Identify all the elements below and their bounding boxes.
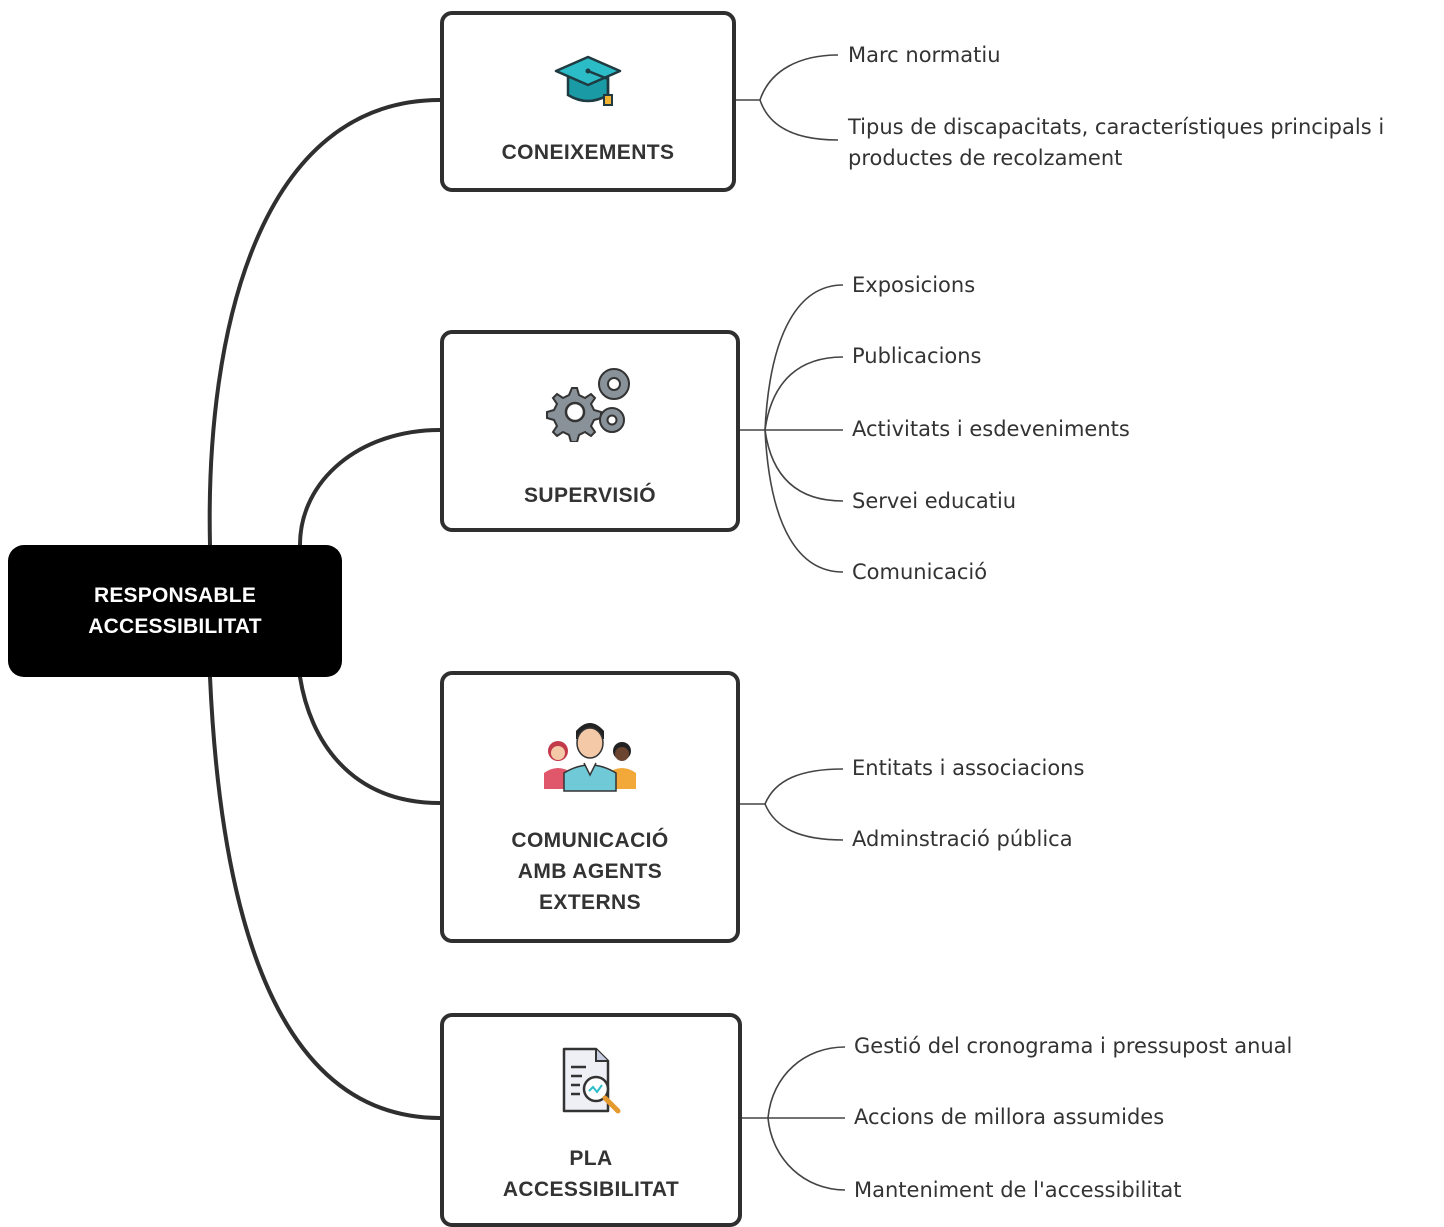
leaf-administracio: Adminstració pública [852, 827, 1073, 851]
node-pla-accessibilitat: PLA ACCESSIBILITAT [440, 1013, 742, 1227]
connector-root-coneixements [207, 98, 442, 547]
node-title-line-2: ACCESSIBILITAT [502, 1178, 680, 1201]
leaf-servei-educatiu: Servei educatiu [852, 489, 1017, 513]
leaf-entitats: Entitats i associacions [852, 756, 1085, 780]
graduation-cap-icon [554, 55, 622, 106]
node-title-line-1: PLA [569, 1147, 613, 1170]
node-title-line-1: COMUNICACIÓ [511, 829, 669, 852]
leaf-publicacions: Publicacions [852, 344, 982, 368]
document-analysis-icon [562, 1047, 621, 1114]
leaf-activitats: Activitats i esdeveniments [852, 417, 1130, 441]
connector-root-comunicacio [298, 675, 442, 805]
node-title: CONEIXEMENTS [501, 141, 675, 164]
connector-root-pla [208, 675, 442, 1120]
leaf-tipus-discapacitats: Tipus de discapacitats, característiques… [848, 115, 1385, 170]
node-title-line-3: EXTERNS [539, 891, 641, 914]
leaf-gestio-cronograma: Gestió del cronograma i pressupost anual [854, 1034, 1293, 1058]
leaf-accions-millora: Accions de millora assumides [854, 1105, 1165, 1129]
gears-icon [546, 368, 630, 442]
leaf-marc-normatiu: Marc normatiu [848, 43, 1001, 67]
node-title: SUPERVISIÓ [524, 484, 656, 507]
node-supervisio: SUPERVISIÓ [440, 330, 740, 532]
root-node: RESPONSABLE ACCESSIBILITAT [8, 545, 342, 677]
connector-root-supervisio [298, 428, 442, 547]
leaf-exposicions: Exposicions [852, 273, 976, 297]
root-line-1: RESPONSABLE [93, 584, 257, 607]
leaf-comunicacio: Comunicació [852, 560, 988, 584]
node-comunicacio-agents-externs: COMUNICACIÓ AMB AGENTS EXTERNS [440, 671, 740, 943]
node-title-line-2: AMB AGENTS [517, 860, 663, 883]
node-coneixements: CONEIXEMENTS [440, 11, 736, 192]
leaf-manteniment: Manteniment de l'accessibilitat [854, 1178, 1182, 1202]
people-group-icon [544, 723, 636, 792]
root-line-2: ACCESSIBILITAT [88, 615, 262, 638]
